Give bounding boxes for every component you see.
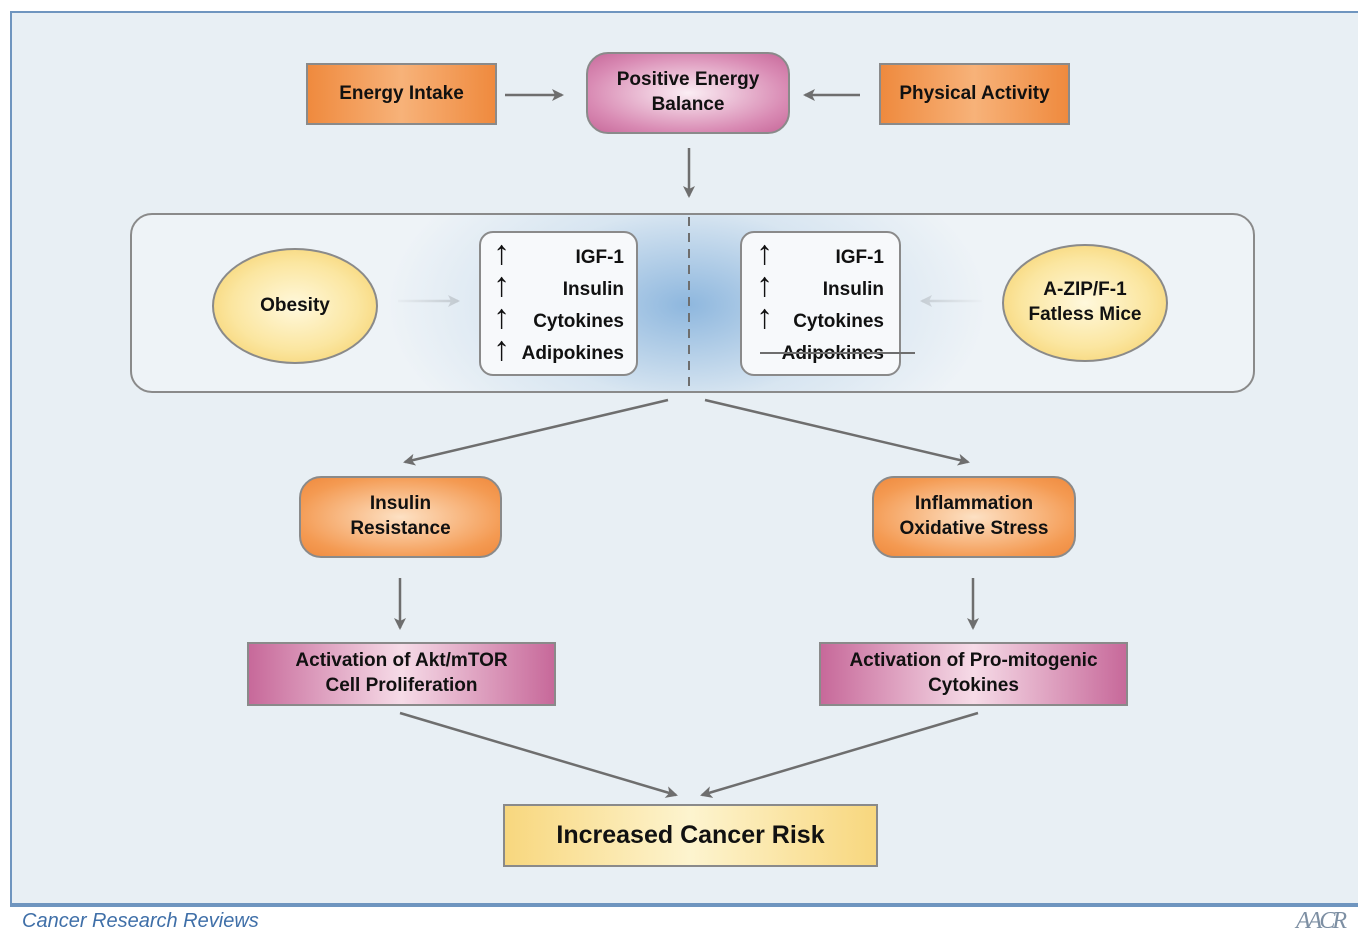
factor-adipokines: Adipokines [781, 343, 884, 364]
factor-insulin: Insulin [822, 279, 884, 300]
up-arrow-icon: ↑ [493, 266, 510, 304]
energy-intake-box: Energy Intake [306, 63, 497, 125]
up-arrow-icon: ↑ [493, 330, 510, 368]
aacr-logo: AACR [1296, 908, 1347, 934]
increased-cancer-risk-box: Increased Cancer Risk [503, 804, 878, 867]
insulin-resistance-box: Insulin Resistance [299, 476, 502, 558]
akt-mtor-activation-box: Activation of Akt/mTOR Cell Proliferatio… [247, 642, 556, 706]
promitogenic-cytokines-box: Activation of Pro-mitogenic Cytokines [819, 642, 1128, 706]
factor-adipokines: Adipokines [521, 343, 624, 364]
arrow-to-inflammation [704, 398, 970, 466]
arrow-akt-to-risk [399, 711, 678, 798]
inflammation-oxidative-stress-box: Inflammation Oxidative Stress [872, 476, 1076, 558]
factor-igf1: IGF-1 [835, 247, 884, 268]
obesity-factors-list [479, 231, 638, 376]
fatless-mice-factors-list [740, 231, 901, 376]
panel-divider [688, 217, 690, 389]
up-arrow-icon: ↑ [756, 234, 773, 272]
footer-divider [10, 905, 1358, 907]
obesity-ellipse: Obesity [212, 248, 378, 364]
diagram-panel [10, 11, 1358, 905]
up-arrow-icon: ↑ [493, 298, 510, 336]
arrow-promitogenic-to-risk [700, 711, 979, 798]
factor-igf1: IGF-1 [575, 247, 624, 268]
up-arrow-icon: ↑ [493, 234, 510, 272]
factor-cytokines: Cytokines [793, 311, 884, 332]
physical-activity-box: Physical Activity [879, 63, 1070, 125]
azip-fatless-mice-ellipse: A-ZIP/F-1 Fatless Mice [1002, 244, 1168, 362]
unchanged-dash-icon [760, 352, 915, 354]
arrow-to-insulin-resistance [403, 398, 669, 466]
journal-name: Cancer Research Reviews [22, 910, 259, 932]
factor-cytokines: Cytokines [533, 311, 624, 332]
factor-insulin: Insulin [562, 279, 624, 300]
up-arrow-icon: ↑ [756, 266, 773, 304]
positive-energy-balance-box: Positive Energy Balance [586, 52, 790, 134]
up-arrow-icon: ↑ [756, 298, 773, 336]
